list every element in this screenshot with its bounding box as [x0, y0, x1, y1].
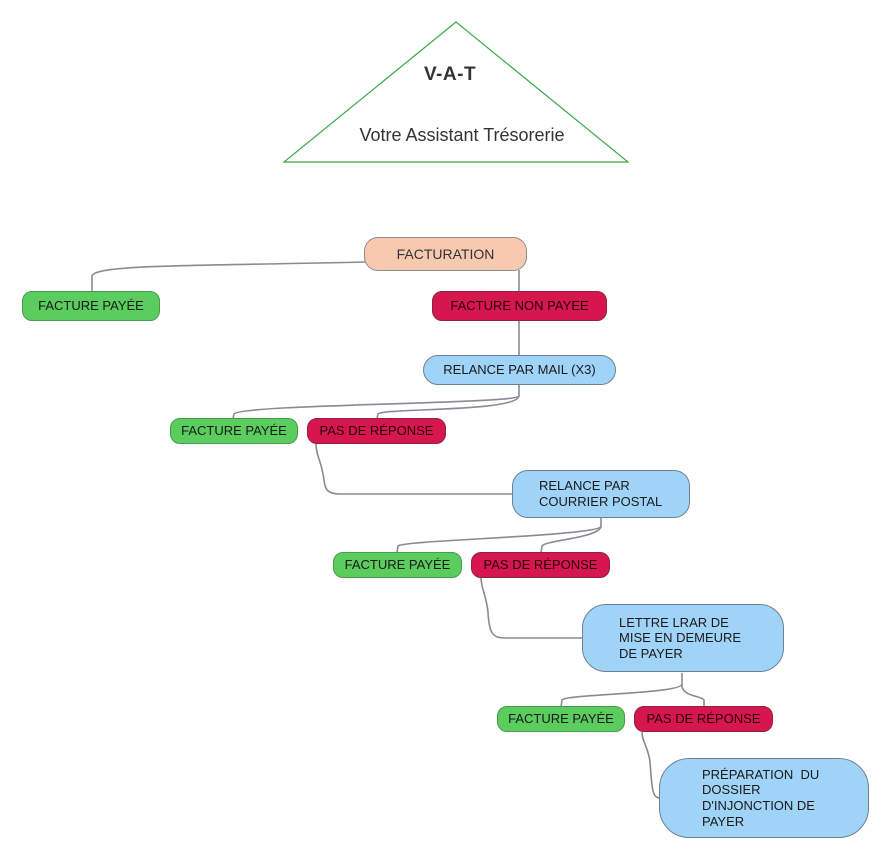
node-line: LETTRE LRAR DE	[619, 614, 729, 630]
node-lettre-lrar[interactable]: LETTRE LRAR DE MISE EN DEMEURE DE PAYER	[582, 604, 784, 672]
node-facturation[interactable]: FACTURATION	[364, 237, 527, 271]
node-facture-payee-4[interactable]: FACTURE PAYÉE	[497, 706, 625, 732]
connector-mail-nopayee	[376, 395, 520, 420]
connector-pdr3-preparation	[641, 731, 661, 799]
node-facture-non-payee[interactable]: FACTURE NON PAYEE	[432, 291, 607, 321]
node-line: DOSSIER	[702, 782, 761, 798]
connector-lettre-nopayee	[681, 683, 705, 707]
header-title: V-A-T	[423, 64, 477, 85]
node-relance-mail[interactable]: RELANCE PAR MAIL (X3)	[423, 355, 616, 385]
node-line: RELANCE PAR	[539, 478, 630, 494]
node-line: PAYER	[702, 813, 745, 829]
node-facture-payee-1[interactable]: FACTURE PAYÉE	[22, 291, 160, 321]
connector-pdr2-lettre	[480, 577, 583, 639]
node-facture-payee-3[interactable]: FACTURE PAYÉE	[333, 552, 462, 578]
connector-courrier-payee	[396, 518, 602, 554]
node-pas-de-reponse-3[interactable]: PAS DE RÉPONSE	[634, 706, 773, 732]
node-pas-de-reponse-1[interactable]: PAS DE RÉPONSE	[307, 418, 446, 444]
node-line: DE PAYER	[619, 645, 683, 661]
node-preparation[interactable]: PRÉPARATION DU DOSSIER D'INJONCTION DE P…	[659, 758, 869, 838]
node-facture-payee-2[interactable]: FACTURE PAYÉE	[170, 418, 298, 444]
connector-courrier-nopayee	[540, 525, 602, 554]
node-relance-courrier[interactable]: RELANCE PAR COURRIER POSTAL	[512, 470, 690, 518]
node-line: COURRIER POSTAL	[539, 494, 663, 509]
node-line: PRÉPARATION DU	[702, 766, 820, 782]
node-line: D'INJONCTION DE	[702, 798, 815, 813]
connector-facturation-payee	[91, 261, 367, 292]
connector-lettre-payee	[560, 673, 683, 708]
node-line: MISE EN DEMEURE	[619, 630, 742, 646]
header-subtitle: Votre Assistant Trésorerie	[359, 125, 565, 145]
connector-mail-payee	[232, 384, 520, 420]
node-pas-de-reponse-2[interactable]: PAS DE RÉPONSE	[471, 552, 610, 578]
connector-pdr1-courrier	[315, 443, 513, 495]
